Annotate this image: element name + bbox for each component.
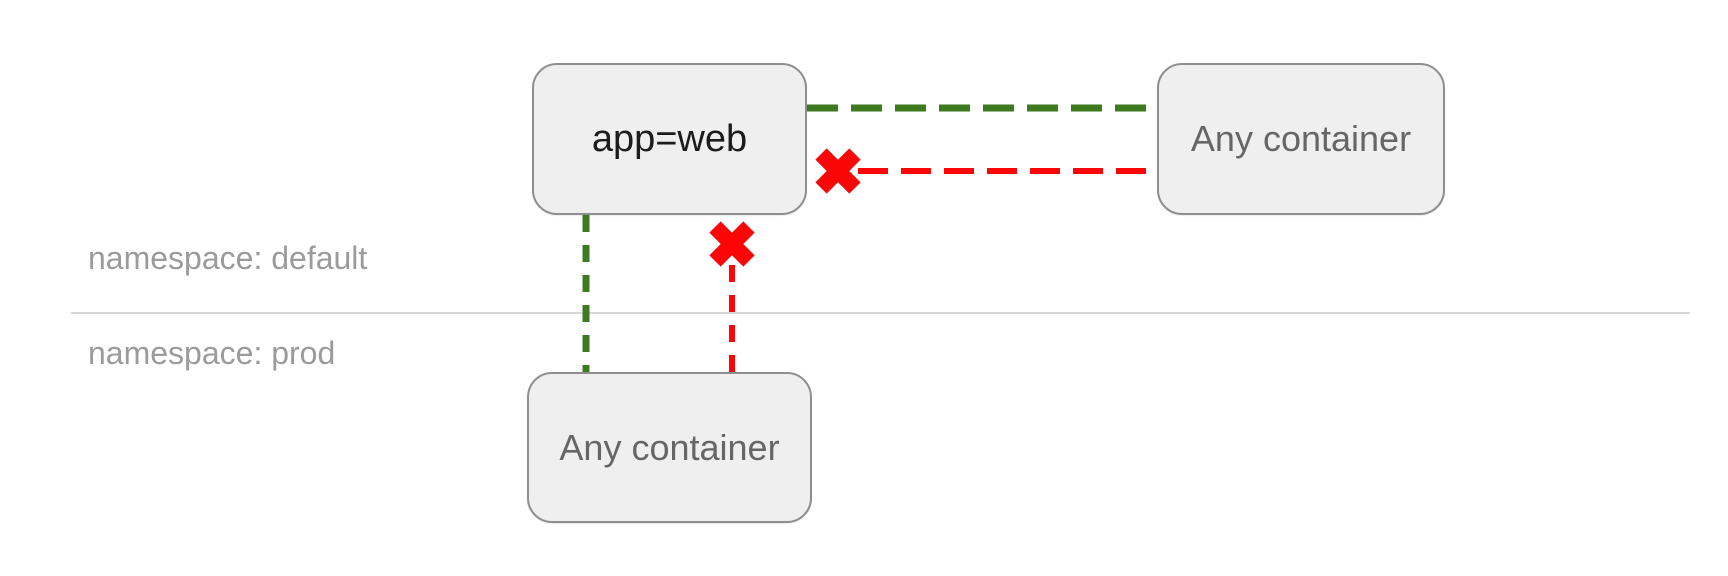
node-app-web-label: app=web — [591, 117, 748, 160]
node-any-container-default-label: Any container — [1190, 118, 1412, 159]
blocked-x-icon — [815, 148, 861, 194]
node-any-container-prod-label: Any container — [559, 426, 780, 468]
x-bar — [709, 221, 755, 267]
node-any-container-prod: Any container — [527, 372, 812, 523]
node-any-container-default: Any container — [1157, 63, 1445, 215]
node-app-web: app=web — [532, 63, 807, 215]
namespace-label-default: namespace: default — [88, 240, 368, 276]
namespace-label-prod: namespace: prod — [88, 335, 336, 371]
blocked-x-icon — [709, 221, 755, 267]
x-bar — [815, 148, 861, 194]
